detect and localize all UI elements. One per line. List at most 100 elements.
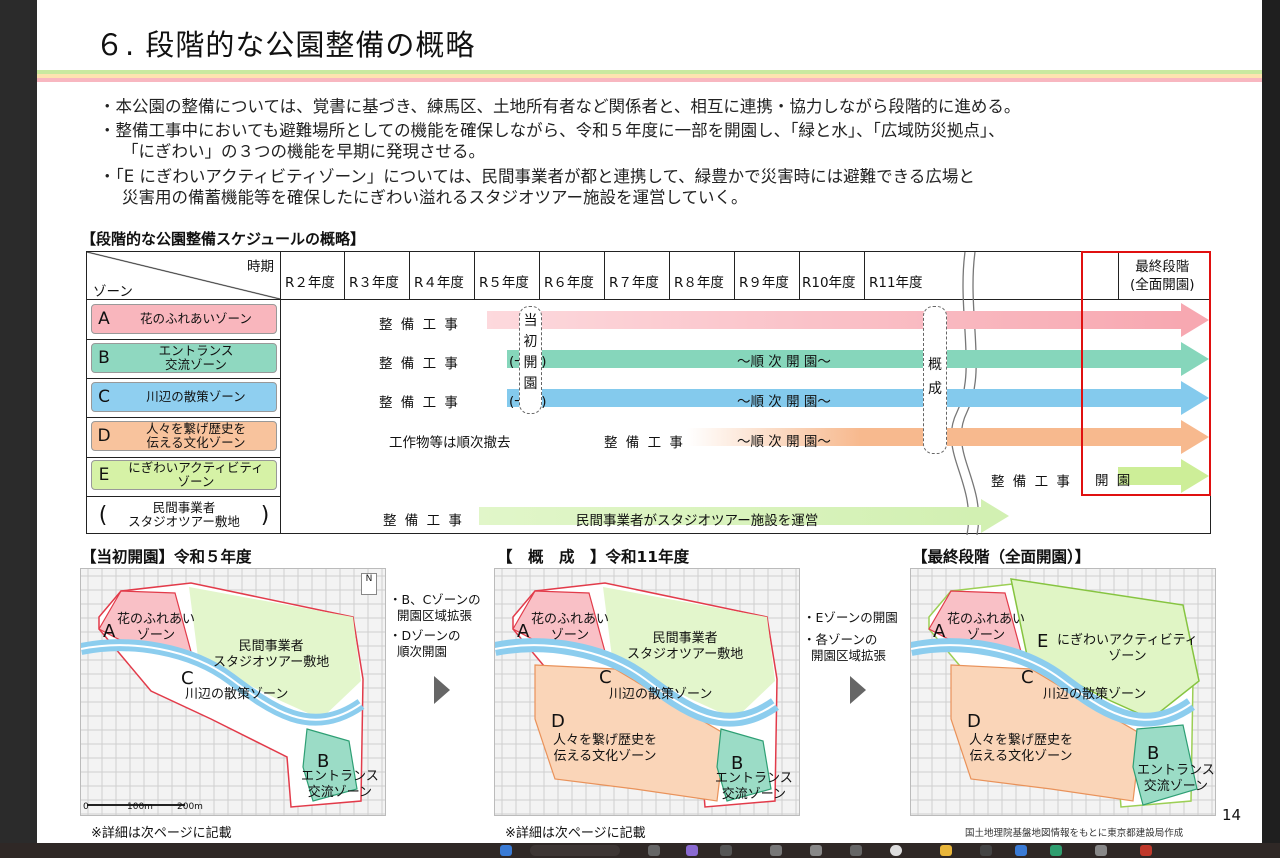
zone-col-divider	[280, 252, 281, 533]
map1-scale-0: 0	[83, 802, 89, 812]
work-d: 整 備 工 事	[604, 435, 685, 451]
map2-letter-b: B	[731, 753, 744, 774]
next-stage-arrow-icon	[434, 676, 450, 704]
taskbar-app-icon[interactable]	[1140, 845, 1152, 856]
row-divider	[87, 339, 280, 340]
year-divider	[474, 252, 475, 299]
arrow-private	[479, 499, 1009, 533]
private-operation: 民間事業者がスタジオツアー施設を運営	[576, 513, 819, 529]
sequential-c: ～順 次 開 園～	[737, 394, 831, 410]
slide: ６. 段階的な公園整備の概略 ・本公園の整備については、覚書に基づき、練馬区、土…	[37, 0, 1262, 843]
map2-label-d: 人々を繋げ歴史を 伝える文化ゾーン	[553, 733, 658, 764]
year-r9: R９年度	[739, 275, 789, 291]
year-divider	[604, 252, 605, 299]
map2-letter-c: C	[599, 667, 612, 688]
map3-letter-a: A	[933, 621, 946, 642]
final-stage-header: 最終段階(全面開園)	[1130, 258, 1195, 294]
stage-2-heading: 【 概 成 】令和11年度	[497, 548, 690, 566]
stage-1-heading: 【当初開園】令和５年度	[81, 548, 252, 566]
browser-icon[interactable]	[890, 845, 902, 856]
zone-name: 川辺の散策ゾーン	[146, 389, 246, 404]
viewer-scrollbar[interactable]	[1262, 0, 1280, 858]
next-stage-arrow-icon	[850, 676, 866, 704]
taskbar-app-icon[interactable]	[980, 845, 992, 856]
zone-letter: A	[98, 309, 110, 329]
work-private: 整 備 工 事	[383, 513, 464, 529]
transition-2-line: ・Eゾーンの開園	[803, 610, 898, 625]
taskbar-app-icon[interactable]	[850, 845, 862, 856]
title-stripe-green	[37, 70, 1262, 74]
row-divider	[87, 496, 280, 497]
zone-name: 民間事業者 スタジオツアー敷地	[128, 500, 240, 529]
map-credit: 国土地理院基盤地図情報をもとに東京都建設局作成	[965, 828, 1184, 839]
year-r4: R４年度	[414, 275, 464, 291]
year-r3: R３年度	[349, 275, 399, 291]
timeline-break-icon	[950, 252, 980, 535]
outline-pill: 概成	[923, 306, 947, 454]
bullet-3a: ・「E にぎわいアクティビティゾーン」については、民間事業者が都と連携して、緑豊…	[99, 167, 975, 186]
header-divider	[87, 299, 1210, 300]
page-number: 14	[1222, 806, 1242, 824]
taskbar-app-icon[interactable]	[686, 845, 698, 856]
bullet-2a: ・整備工事中においても避難場所としての機能を確保しながら、令和５年度に一部を開園…	[99, 121, 1005, 140]
bullet-list: ・本公園の整備については、覚書に基づき、練馬区、土地所有者など関係者と、相互に連…	[99, 96, 1020, 208]
corner-diagonal	[87, 252, 280, 299]
transition-1-line: 順次開園	[397, 644, 448, 659]
year-divider	[864, 252, 865, 299]
schedule-table: 時期 ゾーン R２年度 R３年度 R４年度 R５年度 R６年度 R７年度 R８年…	[86, 251, 1211, 535]
sequential-b: ～順 次 開 園～	[737, 354, 831, 370]
arrow-zone-c	[507, 381, 1209, 415]
sequential-d: ～順 次 開 園～	[737, 434, 831, 450]
zone-letter: D	[97, 426, 111, 446]
year-r5: R５年度	[479, 275, 529, 291]
map2-letter-a: A	[517, 621, 530, 642]
map1-letter-a: A	[103, 621, 116, 642]
taskbar-app-icon[interactable]	[770, 845, 782, 856]
map3-label-c: 川辺の散策ゾーン	[1043, 687, 1147, 702]
year-divider	[734, 252, 735, 299]
title-stripe-pink	[37, 78, 1262, 82]
taskbar-app-icon[interactable]	[1095, 845, 1107, 856]
year-divider	[669, 252, 670, 299]
bullet-3b: 災害用の備蓄機能等を確保したにぎわい溢れるスタジオツアー施設を運営していく。	[122, 188, 748, 207]
arrow-zone-a	[487, 303, 1209, 337]
corner-zone: ゾーン	[93, 284, 133, 300]
zone-private-label: (民間事業者 スタジオツアー敷地)	[91, 500, 277, 530]
work-c: 整 備 工 事	[379, 395, 460, 411]
map1-scale-100: 100m	[127, 802, 153, 812]
folder-icon[interactable]	[940, 845, 952, 856]
corner-period: 時期	[247, 259, 274, 275]
taskbar-app-icon[interactable]	[720, 845, 732, 856]
final-stage-highlight	[1081, 251, 1211, 496]
year-r8: R８年度	[674, 275, 724, 291]
map1-label-private: 民間事業者 スタジオツアー敷地	[213, 639, 330, 670]
page-title: ６. 段階的な公園整備の概略	[95, 28, 476, 62]
taskbar-app-icon[interactable]	[810, 845, 822, 856]
taskbar-app-icon[interactable]	[1015, 845, 1027, 856]
north-arrow-icon: N	[361, 573, 377, 595]
task-view-icon[interactable]	[648, 845, 660, 856]
map-outline-graphic	[495, 569, 799, 815]
taskbar-search[interactable]	[530, 845, 620, 856]
map2-letter-d: D	[551, 711, 565, 732]
year-divider	[344, 252, 345, 299]
transition-1-line: ・Dゾーンの	[389, 628, 461, 643]
removal-d: 工作物等は順次撤去	[389, 435, 511, 451]
taskbar-app-icon[interactable]	[1050, 845, 1062, 856]
map2-label-c: 川辺の散策ゾーン	[609, 687, 713, 702]
taskbar	[0, 843, 1280, 858]
zone-name: 花のふれあいゾーン	[140, 311, 252, 326]
start-icon[interactable]	[500, 845, 512, 856]
schedule-heading: 【段階的な公園整備スケジュールの概略】	[81, 230, 365, 248]
stage-2-note: ※詳細は次ページに記載	[505, 826, 646, 841]
bullet-2b: 「にぎわい」の３つの機能を早期に発現させる。	[122, 142, 485, 161]
transition-1-line: ・B、Cゾーンの	[389, 592, 481, 607]
zone-name: にぎわいアクティビティ ゾーン	[128, 460, 264, 489]
initial-open-pill: 当初開園	[519, 306, 542, 414]
open-e: 開 園	[1095, 473, 1133, 489]
year-r2: R２年度	[285, 275, 335, 291]
map-final-graphic	[911, 569, 1215, 815]
year-divider	[539, 252, 540, 299]
